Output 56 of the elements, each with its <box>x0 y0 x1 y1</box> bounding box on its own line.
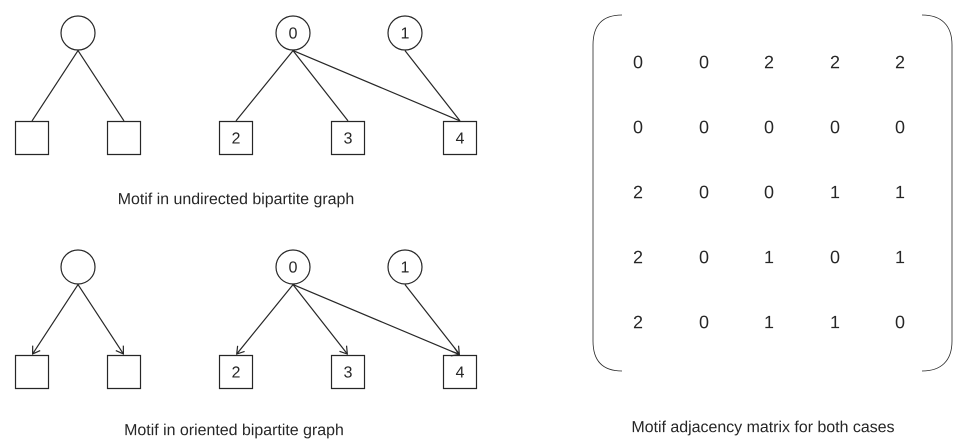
arrow <box>236 284 294 355</box>
arrow <box>78 284 124 355</box>
square-node <box>106 120 142 156</box>
matrix-entry: 0 <box>700 56 708 68</box>
circle-node: 1 <box>387 249 423 285</box>
arrow <box>292 284 348 355</box>
circle-node: 0 <box>275 15 311 51</box>
matrix-entry: 0 <box>764 186 774 198</box>
connector-line <box>292 50 460 122</box>
matrix-entry: 0 <box>830 250 840 264</box>
matrix-entry: 0 <box>896 316 904 328</box>
matrix-entry: 1 <box>765 316 774 328</box>
matrix-entry: 0 <box>700 250 708 264</box>
matrix-entry: 0 <box>700 120 708 134</box>
arrow <box>32 284 79 355</box>
caption: Motif adjacency matrix for both cases <box>632 420 894 436</box>
circle-node <box>60 249 96 285</box>
matrix-entry: 2 <box>634 250 642 264</box>
matrix-entry: 1 <box>831 186 840 198</box>
circle-node: 1 <box>387 15 423 51</box>
matrix-entry: 2 <box>830 56 840 68</box>
arrow <box>292 284 460 356</box>
matrix-entry: 0 <box>764 120 774 134</box>
arrow <box>404 284 460 355</box>
caption: Motif in undirected bipartite graph <box>119 192 354 208</box>
matrix-entry: 0 <box>634 56 642 68</box>
circle-node <box>60 15 96 51</box>
matrix-entry: 0 <box>700 186 708 198</box>
connector-line <box>78 50 125 122</box>
square-node: 3 <box>330 120 366 156</box>
circle-node: 0 <box>275 249 311 285</box>
matrix-entry: 0 <box>896 120 904 134</box>
square-node <box>106 354 142 390</box>
matrix-entry: 0 <box>700 316 708 328</box>
connector-line <box>32 50 79 122</box>
matrix-entry: 2 <box>764 56 774 68</box>
connector-line <box>292 50 348 122</box>
square-node <box>14 354 50 390</box>
matrix-entry: 2 <box>896 56 904 68</box>
square-node: 4 <box>442 354 478 390</box>
matrix-entry: 1 <box>896 186 904 198</box>
matrix-entry: 1 <box>765 250 774 264</box>
connector-line <box>404 50 460 122</box>
matrix-entry: 1 <box>831 316 840 328</box>
matrix-entry: 0 <box>830 120 840 134</box>
matrix-entry: 2 <box>634 316 642 328</box>
square-node: 3 <box>330 354 366 390</box>
square-node: 4 <box>442 120 478 156</box>
square-node: 2 <box>218 354 254 390</box>
matrix-entry: 1 <box>896 250 904 264</box>
connector-line <box>236 50 294 122</box>
square-node <box>14 120 50 156</box>
caption: Motif in oriented bipartite graph <box>125 424 343 438</box>
square-node: 2 <box>218 120 254 156</box>
matrix-entry: 2 <box>634 186 642 198</box>
matrix-entry: 0 <box>634 120 642 134</box>
